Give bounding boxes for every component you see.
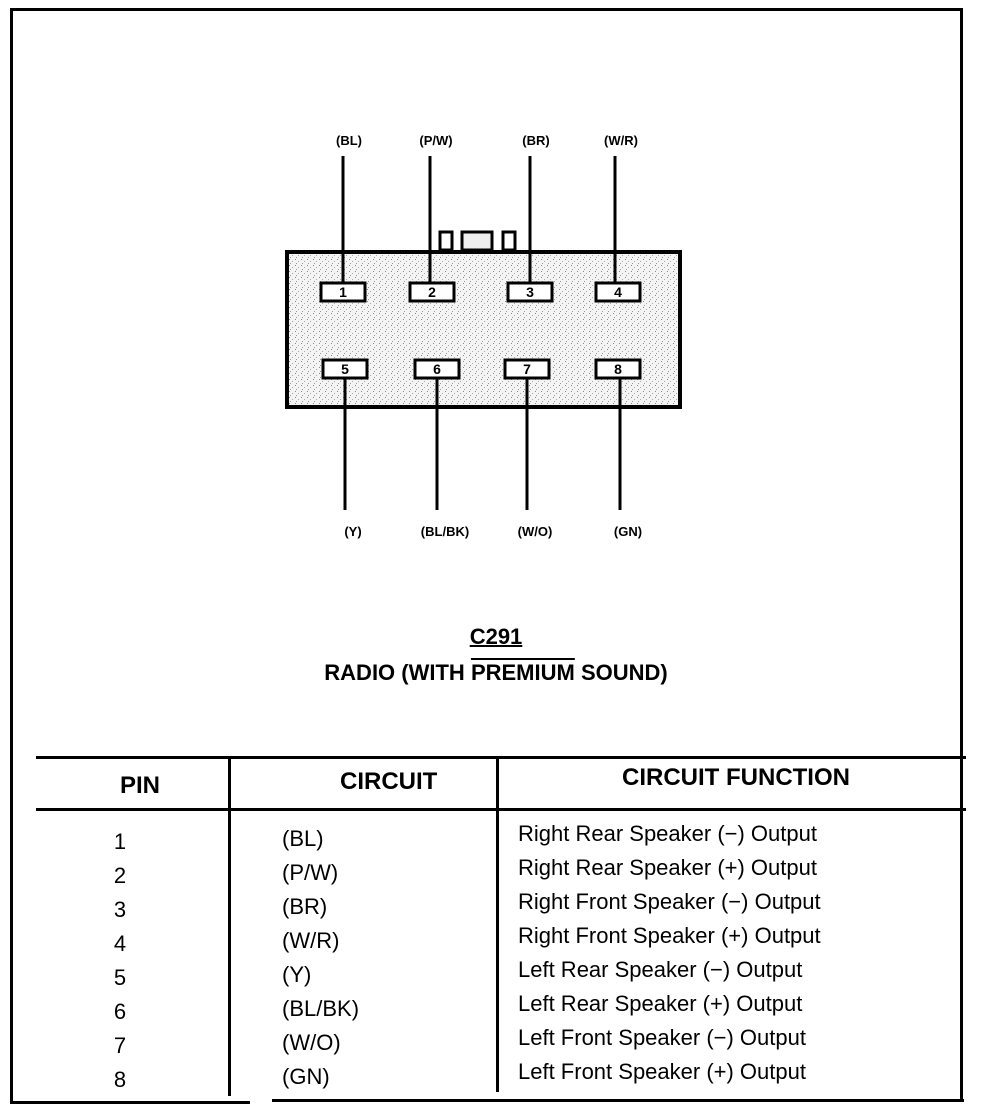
table-cell-pin: 1 — [113, 829, 127, 854]
svg-text:7: 7 — [523, 361, 531, 377]
table-cell-circuit: (BL) — [282, 826, 324, 851]
table-cell-circuit: (BL/BK) — [282, 996, 360, 1021]
connector-pin-4: 4 — [594, 281, 642, 303]
column-divider — [228, 756, 231, 1096]
header-circuit-function: CIRCUIT FUNCTION — [622, 764, 850, 791]
table-top-rule — [36, 756, 966, 759]
table-cell-function: Right Rear Speaker (+) Output — [518, 855, 817, 880]
wire-color-label: (W/R) — [604, 133, 638, 148]
connector-pin-2: 2 — [408, 281, 456, 303]
table-cell-function: Left Rear Speaker (−) Output — [518, 957, 803, 982]
svg-text:4: 4 — [614, 284, 622, 300]
table-cell-function: Right Front Speaker (+) Output — [518, 923, 821, 948]
frame-border-bottom — [272, 1099, 964, 1102]
column-divider — [496, 756, 499, 1092]
wire-color-label: (BL) — [336, 133, 362, 148]
table-cell-function: Left Front Speaker (−) Output — [518, 1025, 806, 1050]
table-cell-pin: 5 — [113, 965, 127, 990]
table-cell-pin: 6 — [113, 999, 127, 1024]
table-cell-circuit: (P/W) — [282, 860, 339, 885]
table-cell-circuit: (GN) — [282, 1064, 330, 1089]
wire-color-label: (BL/BK) — [420, 524, 470, 539]
connector-pin-1: 1 — [319, 281, 367, 303]
wire-color-label: (W/O) — [517, 524, 553, 539]
svg-text:3: 3 — [526, 284, 534, 300]
svg-text:1: 1 — [339, 284, 347, 300]
svg-text:8: 8 — [614, 361, 622, 377]
wire-color-label: (BR) — [522, 133, 550, 148]
connector-pin-5: 5 — [321, 358, 369, 380]
connector-title: RADIO (WITH PREMIUM SOUND) — [324, 660, 668, 685]
table-cell-function: Left Rear Speaker (+) Output — [518, 991, 803, 1016]
connector-latch-tab — [460, 230, 494, 252]
table-header-rule — [36, 808, 966, 811]
wire-color-label: (P/W) — [419, 133, 453, 148]
table-cell-function: Right Front Speaker (−) Output — [518, 889, 821, 914]
frame-border-right — [960, 8, 963, 1100]
table-cell-pin: 4 — [113, 931, 127, 956]
table-cell-circuit: (W/R) — [282, 928, 340, 953]
frame-border-bottom — [10, 1101, 250, 1104]
table-cell-pin: 2 — [113, 863, 127, 888]
header-circuit: CIRCUIT — [340, 768, 438, 795]
connector-pin-8: 8 — [594, 358, 642, 380]
table-cell-pin: 8 — [113, 1067, 127, 1092]
connector-latch-tab — [501, 230, 517, 252]
wire-color-label: (Y) — [344, 524, 362, 539]
connector-pin-3: 3 — [506, 281, 554, 303]
table-cell-pin: 3 — [113, 897, 127, 922]
table-cell-function: Right Rear Speaker (−) Output — [518, 821, 817, 846]
connector-pin-6: 6 — [413, 358, 461, 380]
table-cell-function: Left Front Speaker (+) Output — [518, 1059, 806, 1084]
table-cell-circuit: (Y) — [282, 962, 312, 987]
svg-text:6: 6 — [433, 361, 441, 377]
svg-text:2: 2 — [428, 284, 436, 300]
wire-color-label: (GN) — [613, 524, 643, 539]
table-cell-circuit: (BR) — [282, 894, 328, 919]
connector-latch-tab — [438, 230, 454, 252]
table-cell-circuit: (W/O) — [282, 1030, 341, 1055]
frame-border-left — [10, 8, 13, 1104]
connector-id: C291 — [469, 624, 523, 649]
table-cell-pin: 7 — [113, 1033, 127, 1058]
connector-pin-7: 7 — [503, 358, 551, 380]
frame-border-top — [10, 8, 962, 11]
connector-diagram: 1 2 3 4 5 6 7 8 — [285, 156, 682, 510]
svg-text:5: 5 — [341, 361, 349, 377]
header-pin: PIN — [120, 772, 161, 799]
